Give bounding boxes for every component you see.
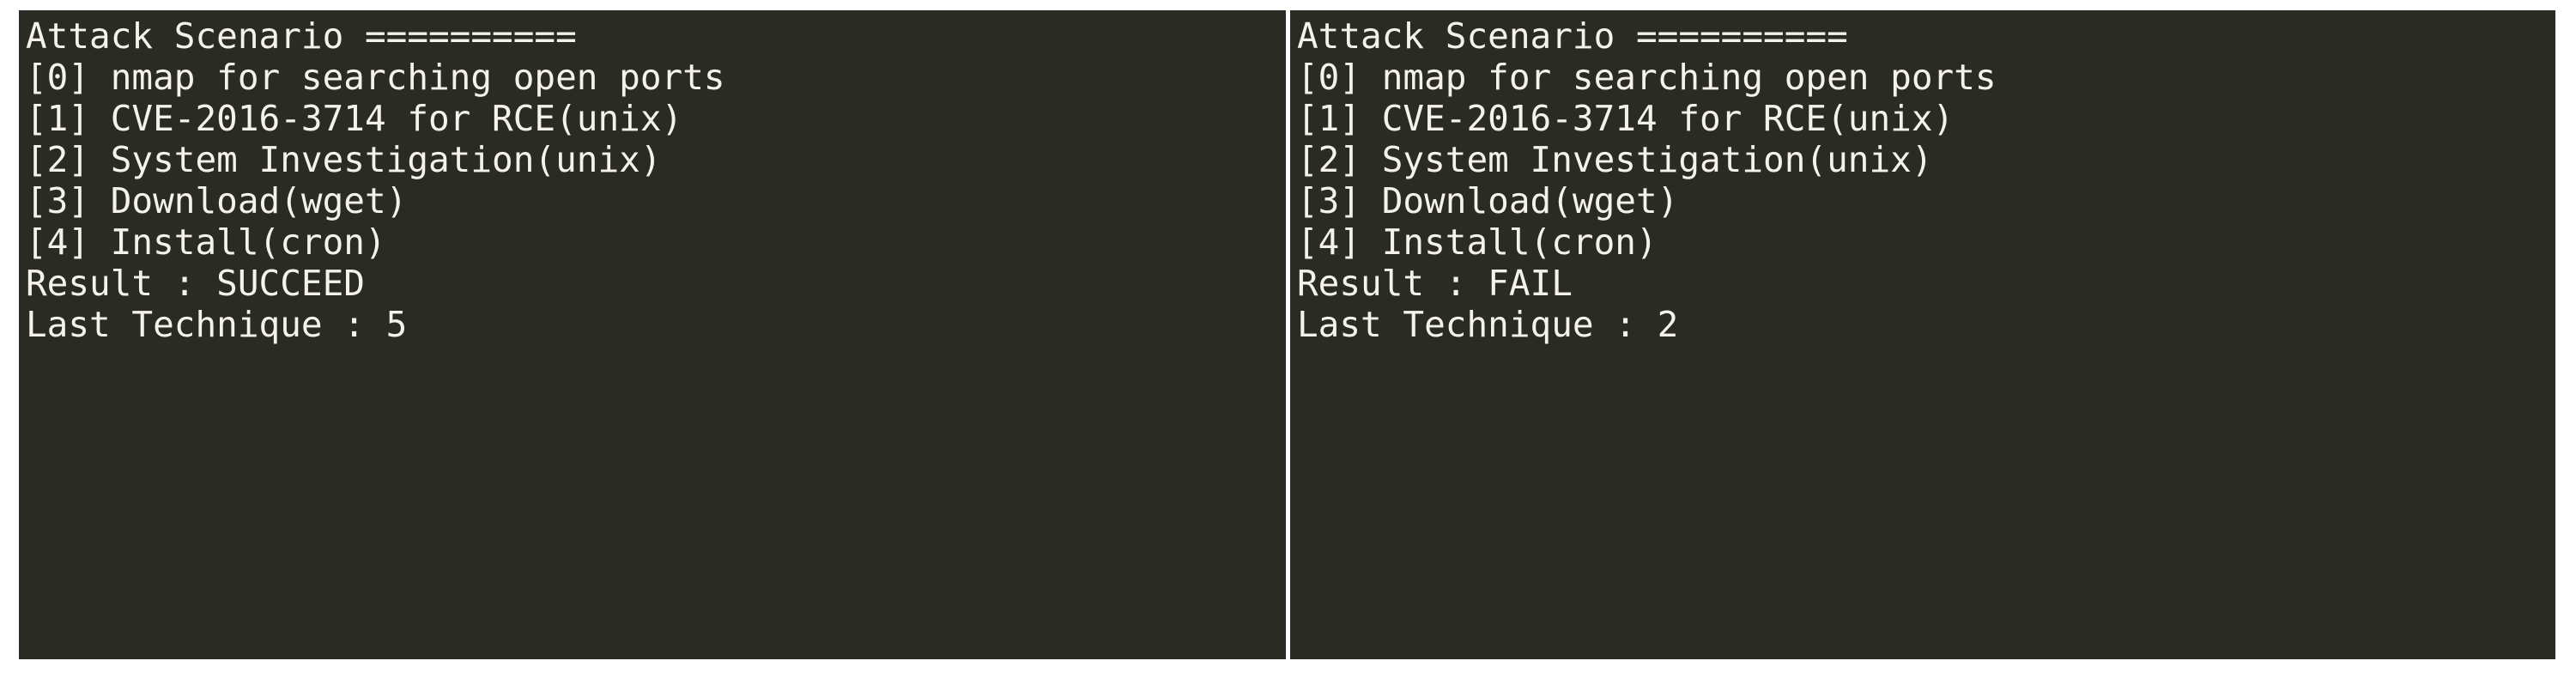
terminal-line-step-2: [2] System Investigation(unix) — [1297, 139, 1933, 180]
terminal-line-last-technique: Last Technique : 2 — [1297, 304, 1679, 345]
terminal-line-step-1: [1] CVE-2016-3714 for RCE(unix) — [1297, 98, 1955, 139]
terminal-line-result: Result : FAIL — [1297, 263, 1573, 304]
terminal-line-step-2: [2] System Investigation(unix) — [26, 139, 662, 180]
terminal-line-header: Attack Scenario ========== — [26, 15, 577, 57]
terminal-line-result: Result : SUCCEED — [26, 263, 365, 304]
terminal-line-step-1: [1] CVE-2016-3714 for RCE(unix) — [26, 98, 683, 139]
terminal-panel-right: Attack Scenario ========== [0] nmap for … — [1290, 10, 2555, 659]
terminal-line-header: Attack Scenario ========== — [1297, 15, 1848, 57]
terminal-line-step-0: [0] nmap for searching open ports — [26, 57, 725, 98]
panel-divider — [1286, 10, 1290, 659]
terminal-line-step-0: [0] nmap for searching open ports — [1297, 57, 1997, 98]
terminal-line-step-3: [3] Download(wget) — [26, 180, 408, 221]
terminal-line-last-technique: Last Technique : 5 — [26, 304, 408, 345]
terminal-line-step-3: [3] Download(wget) — [1297, 180, 1679, 221]
terminal-line-step-4: [4] Install(cron) — [26, 221, 386, 263]
terminal-line-step-4: [4] Install(cron) — [1297, 221, 1658, 263]
terminal-panel-left: Attack Scenario ========== [0] nmap for … — [19, 10, 1286, 659]
